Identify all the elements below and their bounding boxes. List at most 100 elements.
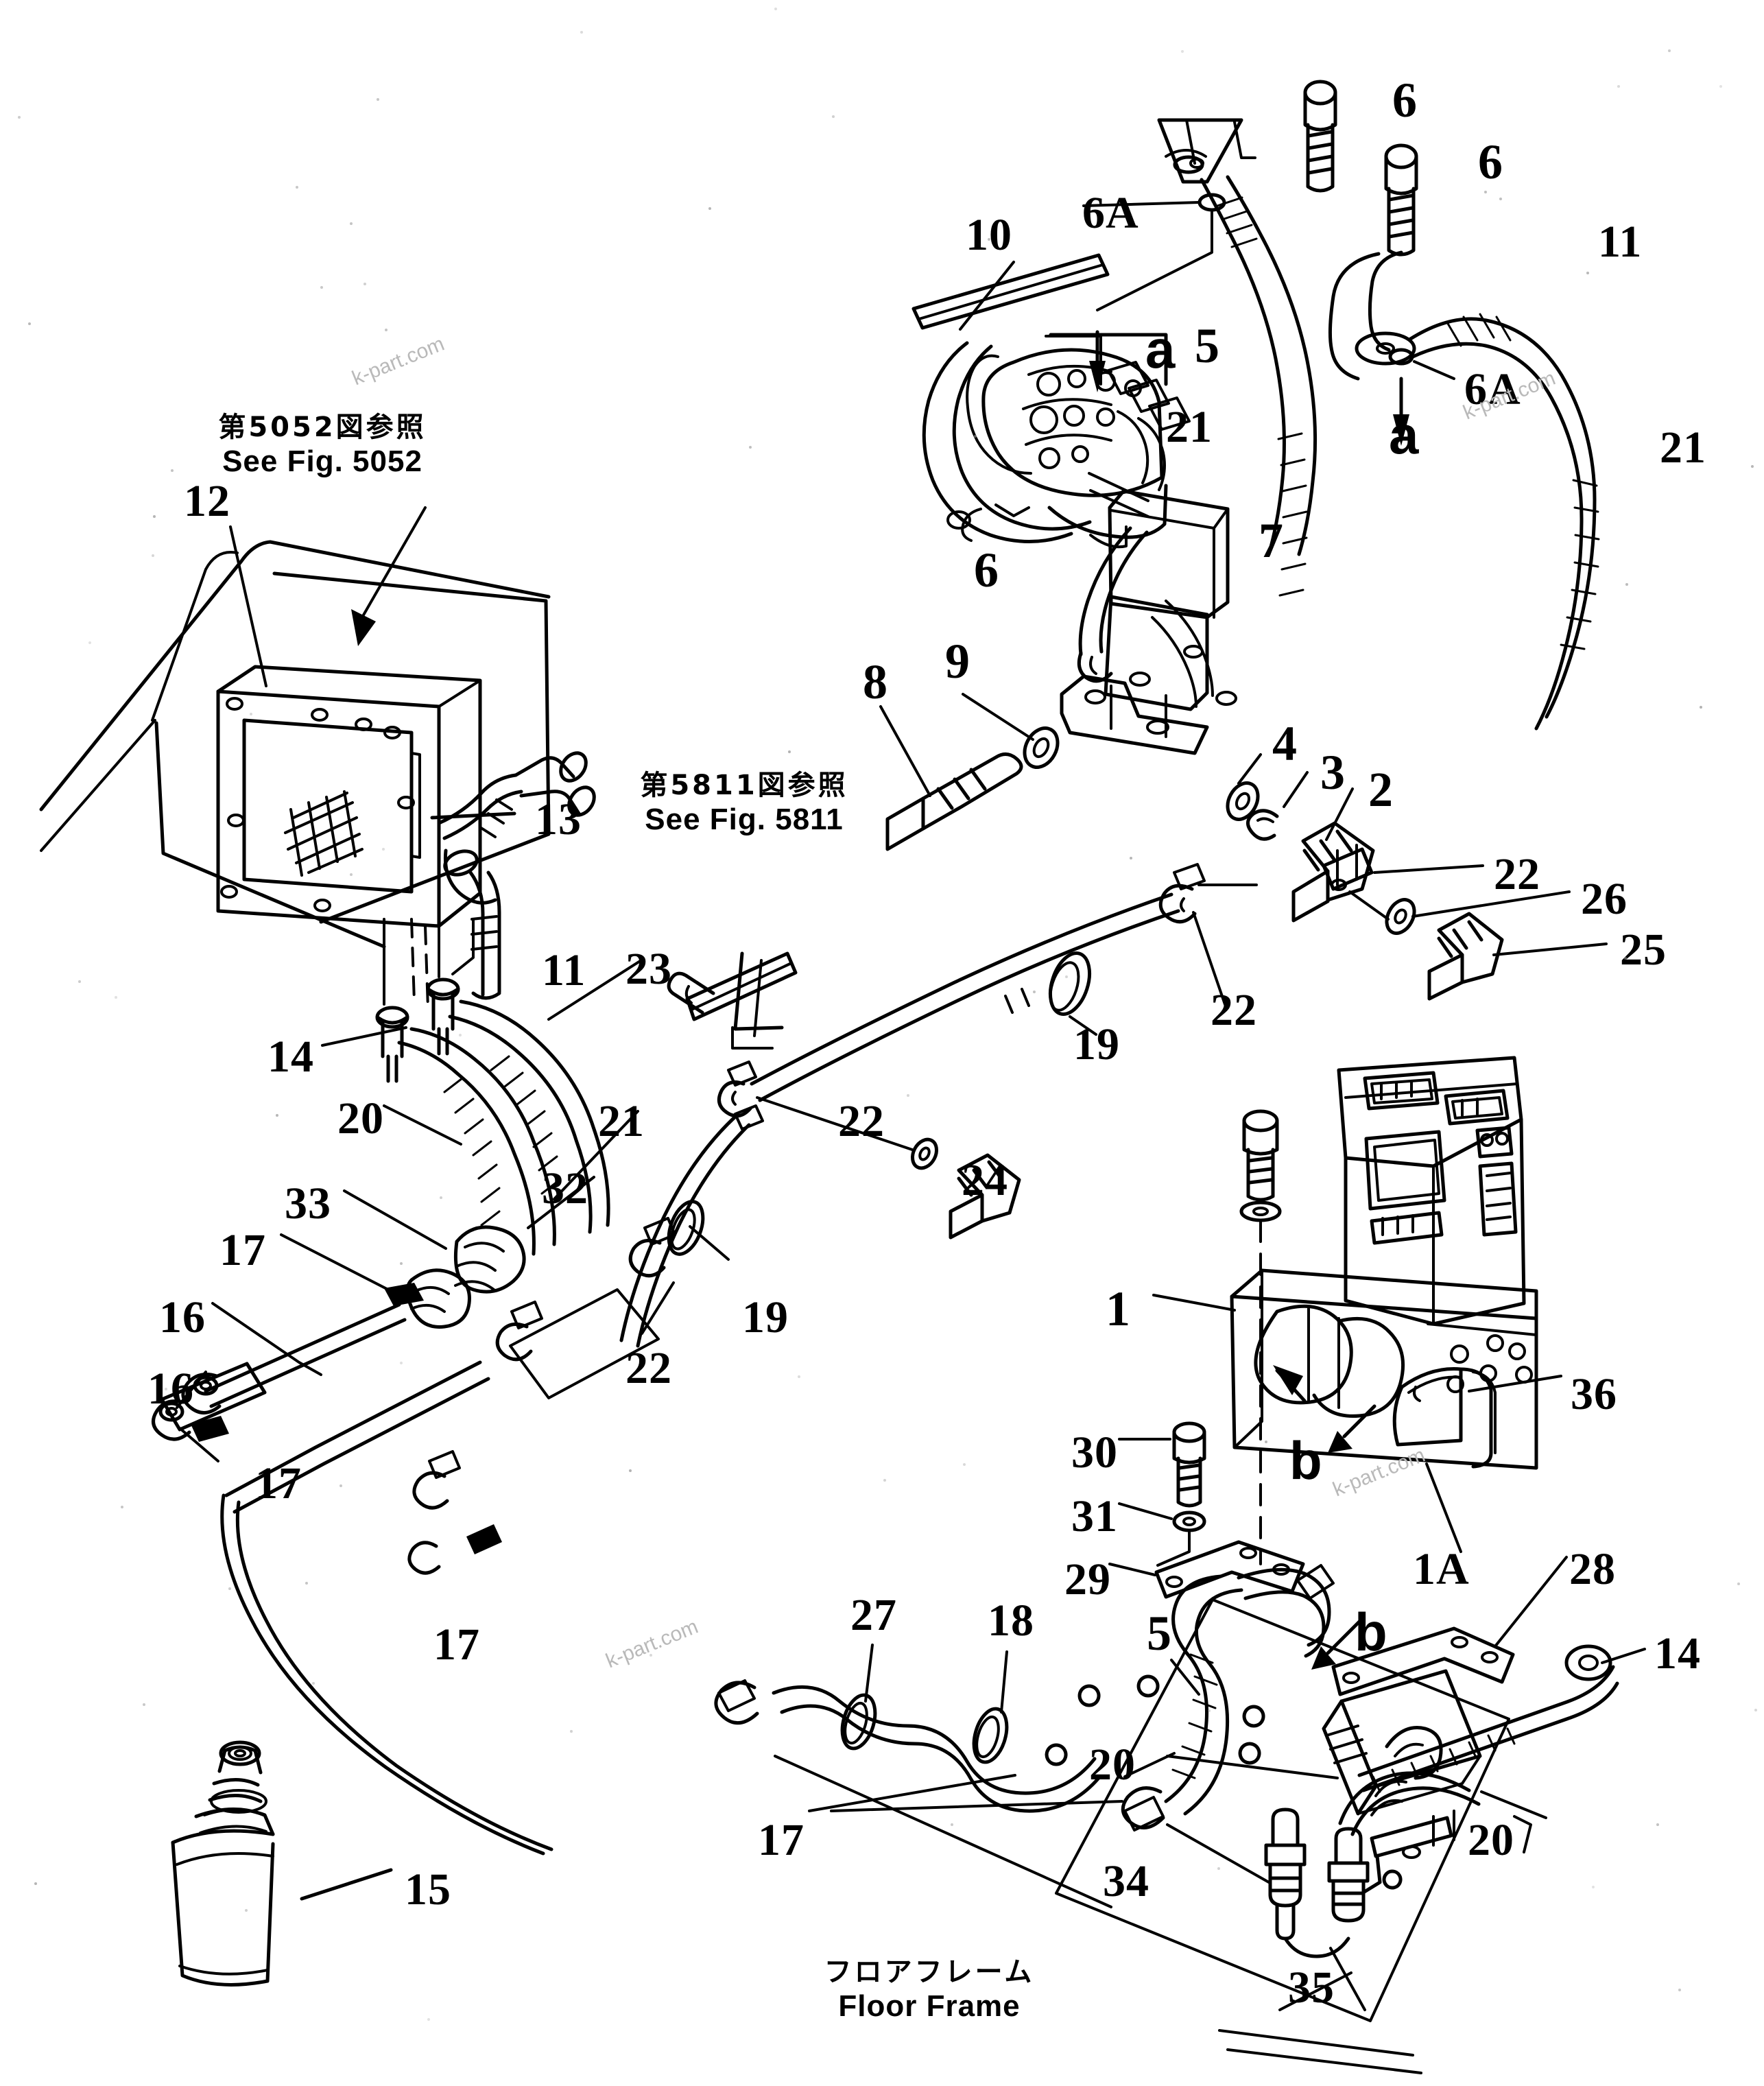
scan-speckle: [228, 1587, 231, 1590]
callout-number: 7: [1259, 513, 1284, 568]
section-marker: b: [1289, 1430, 1323, 1491]
callout-number: 35: [1288, 1963, 1335, 2013]
scan-speckle: [1265, 1441, 1267, 1443]
scan-speckle: [749, 446, 752, 449]
scan-speckle: [276, 1114, 278, 1117]
callout-number: 4: [1272, 716, 1298, 771]
scan-speckle: [570, 1730, 573, 1733]
callout-number: 17: [219, 1225, 266, 1275]
scan-speckle: [28, 322, 31, 325]
scan-speckle: [1130, 857, 1132, 860]
callout-number: 3: [1320, 745, 1346, 800]
scan-speckle: [788, 750, 791, 753]
scan-speckle: [774, 8, 777, 10]
scan-speckle: [18, 116, 21, 119]
scan-speckle: [1181, 50, 1184, 53]
scan-speckle: [171, 469, 174, 472]
scan-speckle: [1033, 991, 1036, 993]
scan-speckle: [245, 1909, 248, 1912]
callout-number: 11: [542, 945, 586, 995]
scan-speckle: [385, 329, 388, 331]
callout-number: 21: [1166, 402, 1213, 452]
callout-number: 6: [1478, 134, 1503, 189]
scan-speckle: [1719, 85, 1722, 88]
section-marker: a: [1389, 405, 1420, 465]
scan-speckle: [165, 1388, 167, 1390]
scan-speckle: [1624, 957, 1627, 960]
scan-speckle: [1586, 272, 1589, 274]
scan-speckle: [1751, 465, 1754, 468]
scan-speckle: [951, 1823, 953, 1826]
scan-speckle: [78, 980, 81, 983]
reference-note-english: See Fig. 5811: [645, 803, 844, 837]
callout-number: 22: [1211, 985, 1257, 1035]
scan-speckle: [1499, 198, 1502, 200]
callout-number: 6: [1392, 73, 1418, 128]
scan-speckle: [152, 554, 154, 557]
scan-speckle: [88, 641, 91, 644]
scan-speckle: [312, 1682, 315, 1685]
callout-number: 12: [184, 476, 230, 526]
callout-number: 22: [838, 1096, 885, 1146]
callout-number: 17: [433, 1620, 480, 1670]
callout-number: 10: [966, 210, 1012, 260]
callout-number: 22: [625, 1343, 672, 1393]
callout-number: 11: [1598, 217, 1643, 267]
callout-number: 20: [1468, 1815, 1514, 1865]
callout-number: 1: [1106, 1281, 1131, 1336]
reference-note-japanese: フロアフレーム: [824, 1956, 1035, 1988]
scan-speckle: [798, 1375, 800, 1378]
scan-speckle: [883, 1479, 886, 1482]
callout-number: 21: [598, 1096, 645, 1146]
scan-speckle: [1737, 1583, 1740, 1585]
callout-number: 26: [1581, 874, 1628, 924]
scan-speckle: [143, 1703, 145, 1706]
scan-speckle: [974, 435, 977, 438]
callout-number: 20: [337, 1093, 384, 1143]
callout-number: 22: [1494, 849, 1540, 899]
scan-speckle: [708, 207, 711, 210]
scan-speckle: [1656, 1823, 1659, 1826]
scan-speckle: [305, 1582, 308, 1585]
reference-note-japanese: 第5052図参照: [218, 412, 427, 443]
callout-number: 17: [255, 1458, 302, 1508]
scan-speckle: [427, 2018, 430, 2021]
scan-speckle: [1617, 85, 1620, 88]
callout-number: 31: [1071, 1491, 1118, 1541]
scan-speckle: [320, 286, 323, 289]
scan-speckle: [1065, 975, 1068, 978]
callout-number: 30: [1071, 1427, 1118, 1478]
scan-speckle: [382, 848, 385, 851]
reference-note-english: See Fig. 5052: [222, 445, 422, 479]
scan-speckle: [153, 515, 156, 518]
callout-number: 15: [405, 1864, 451, 1915]
scan-speckle: [649, 1654, 652, 1657]
section-marker: b: [1355, 1602, 1388, 1662]
callout-number: 9: [945, 634, 970, 689]
callout-number: 5: [1147, 1606, 1172, 1661]
callout-number: 16: [147, 1364, 194, 1414]
scan-speckle: [400, 1262, 403, 1265]
scan-speckle: [1484, 191, 1487, 193]
callout-number: 21: [1660, 423, 1706, 473]
scan-speckle: [400, 1362, 403, 1364]
callout-number: 25: [1620, 925, 1667, 975]
scan-speckle: [1754, 1709, 1757, 1711]
callout-number: 24: [962, 1155, 1008, 1205]
callout-number: 20: [1089, 1740, 1136, 1790]
callout-number: 34: [1103, 1856, 1149, 1906]
scan-speckle: [1668, 49, 1671, 52]
callout-number: 32: [542, 1163, 588, 1213]
callout-number: 8: [863, 654, 888, 709]
scan-speckle: [580, 31, 583, 34]
scan-speckle: [459, 1034, 462, 1036]
scan-speckle: [988, 238, 990, 241]
scan-speckle: [377, 98, 379, 101]
callout-number: 14: [267, 1032, 314, 1082]
scan-speckle: [907, 1094, 909, 1097]
callout-number: 23: [625, 944, 672, 994]
callout-number: 36: [1571, 1369, 1617, 1419]
scan-speckle: [339, 1484, 342, 1487]
